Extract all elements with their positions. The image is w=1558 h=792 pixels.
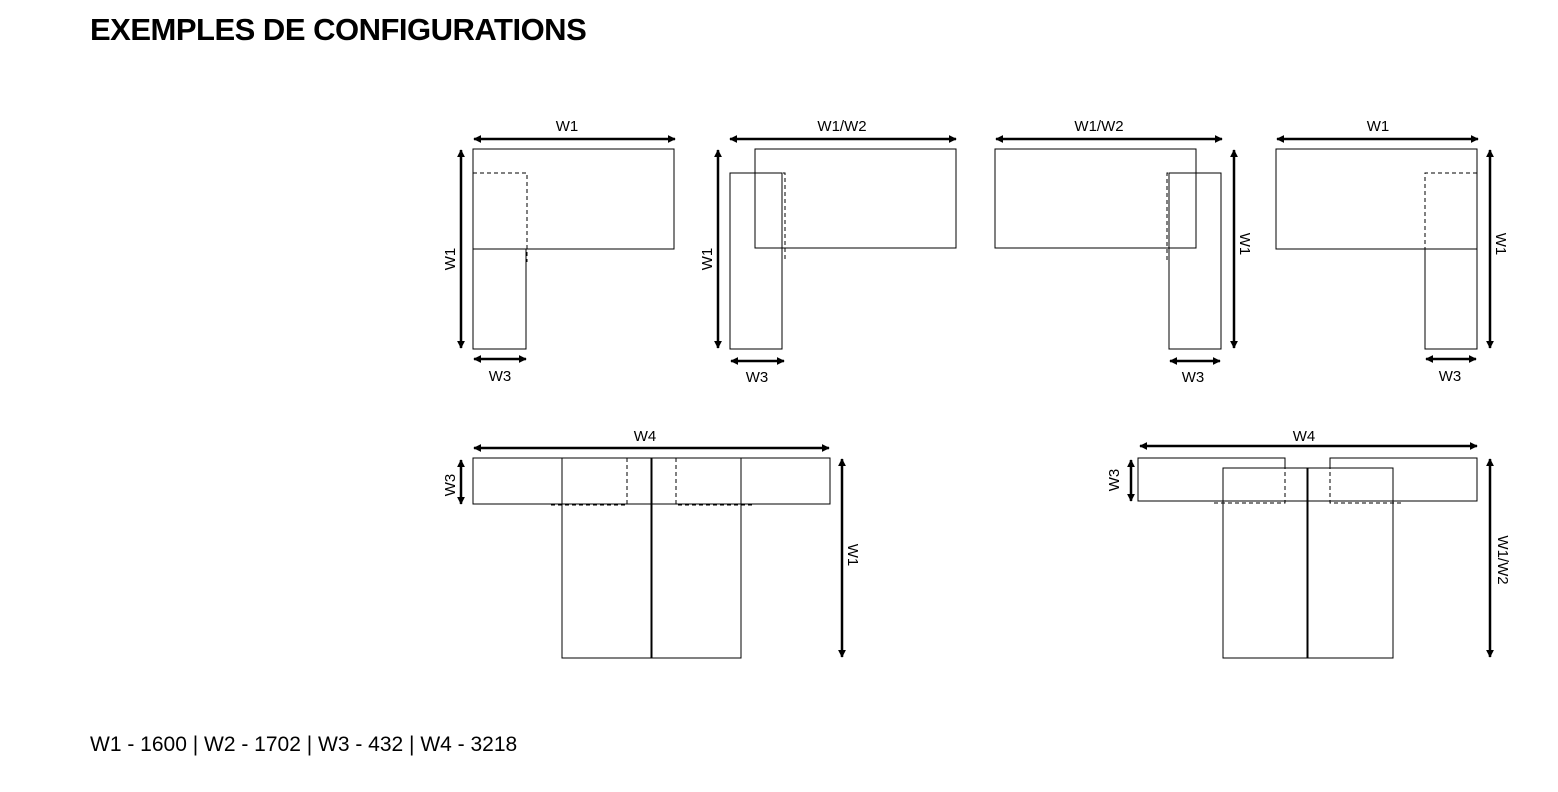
overlap-dashed-outline xyxy=(755,172,786,262)
config-2: W1/W2 W1 W3 xyxy=(699,118,957,386)
desk-return-right xyxy=(651,457,742,659)
desk-return xyxy=(729,172,783,350)
config-1: W1 W1 W3 xyxy=(442,118,676,385)
dimension-label-w3: W3 xyxy=(746,369,769,386)
dimension-label-w1: W1 xyxy=(556,118,579,135)
desk-top xyxy=(1275,148,1478,250)
config-4: W1 W1 W3 xyxy=(1275,118,1509,385)
desk-top xyxy=(472,148,675,250)
dimension-label-w1-vertical: W1 xyxy=(844,544,861,567)
desk-return-left xyxy=(1222,467,1308,659)
desk-top xyxy=(994,148,1197,249)
overlap-dashed-outline xyxy=(1212,458,1286,504)
dimension-label-w3-vertical: W3 xyxy=(1106,469,1123,492)
desk-return-left xyxy=(561,457,652,659)
config-5: W4 W3 W1 xyxy=(442,428,861,659)
dimension-label-w4: W4 xyxy=(1293,428,1316,445)
desk-return xyxy=(1168,172,1222,350)
overlap-dashed-outline xyxy=(675,458,752,506)
dimension-label-w3: W3 xyxy=(489,368,512,385)
dimension-label-w1-vertical: W1 xyxy=(442,248,459,271)
overlap-dashed-outline xyxy=(1329,458,1404,504)
config-3: W1/W2 W1 W3 xyxy=(994,118,1253,386)
dimension-label-w3: W3 xyxy=(1439,368,1462,385)
dimension-label-w3: W3 xyxy=(1182,369,1205,386)
dimension-label-w1w2-vertical: W1/W2 xyxy=(1494,535,1511,584)
overlap-dashed-outline xyxy=(1166,172,1196,262)
overlap-dashed-outline xyxy=(550,458,628,506)
dimension-label-w1w2: W1/W2 xyxy=(1074,118,1123,135)
desk-return xyxy=(472,248,527,350)
desk-return-right xyxy=(1307,467,1394,659)
dimension-label-w1-vertical: W1 xyxy=(699,248,716,271)
overlap-dashed-outline xyxy=(1424,172,1477,262)
dimension-label-w1w2: W1/W2 xyxy=(817,118,866,135)
config-6: W4 W3 W1/W2 xyxy=(1106,428,1511,659)
desk-top xyxy=(754,148,957,249)
dimension-label-w3-vertical: W3 xyxy=(442,474,459,497)
desk-return xyxy=(1424,248,1478,350)
dimension-label-w1-vertical: W1 xyxy=(1236,233,1253,256)
overlap-dashed-outline xyxy=(473,172,528,262)
dimension-label-w1-vertical: W1 xyxy=(1492,233,1509,256)
dimension-label-w1: W1 xyxy=(1367,118,1390,135)
page-title: EXEMPLES DE CONFIGURATIONS xyxy=(90,12,587,47)
dimension-label-w4: W4 xyxy=(634,428,657,445)
dimensions-legend: W1 - 1600 | W2 - 1702 | W3 - 432 | W4 - … xyxy=(90,733,518,756)
